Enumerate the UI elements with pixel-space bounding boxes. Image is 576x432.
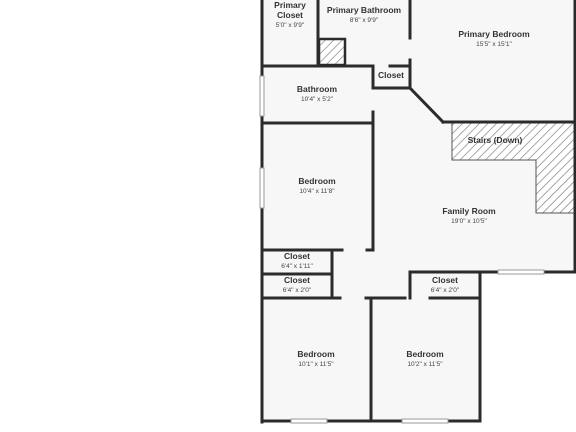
primary-closet-dimensions: 5'0" x 9'9": [276, 22, 305, 29]
closet-b-dimensions: 6'4" x 2'0": [283, 287, 312, 294]
bedroom-1-name: Bedroom: [298, 176, 336, 186]
primary-bathroom-dimensions: 8'6" x 9'9": [350, 17, 379, 24]
bedroom-1-dimensions: 10'4" x 11'8": [299, 188, 335, 195]
family-room-dimensions: 19'0" x 10'5": [451, 218, 487, 225]
bedroom-3-dimensions: 10'2" x 11'5": [407, 361, 443, 368]
closet-a-dimensions: 6'4" x 1'11": [281, 263, 313, 270]
primary-bedroom-dimensions: 15'5" x 15'1": [476, 41, 512, 48]
primary-closet-name-2: Closet: [277, 10, 303, 20]
closet-c-dimensions: 6'4" x 2'0": [431, 287, 460, 294]
primary-bathroom-name: Primary Bathroom: [327, 5, 402, 15]
closet-b-name: Closet: [284, 275, 310, 285]
family-room-name: Family Room: [442, 206, 496, 216]
shower-hatch: [317, 37, 347, 67]
floor-areas: [262, 0, 576, 422]
stairs-name: Stairs (Down): [468, 135, 523, 145]
closet-a-name: Closet: [284, 251, 310, 261]
bedroom-2-name: Bedroom: [297, 349, 335, 359]
bathroom-dimensions: 10'4" x 5'2": [301, 96, 334, 103]
bathroom-name: Bathroom: [297, 84, 338, 94]
primary-bedroom-name: Primary Bedroom: [458, 29, 530, 39]
bedroom-3-name: Bedroom: [406, 349, 444, 359]
windows: [259, 75, 545, 424]
closet-c-name: Closet: [432, 275, 458, 285]
primary-closet-name-1: Primary: [274, 0, 306, 10]
bedroom-2-dimensions: 10'1" x 11'5": [298, 361, 334, 368]
closet-hall-name: Closet: [378, 70, 404, 80]
